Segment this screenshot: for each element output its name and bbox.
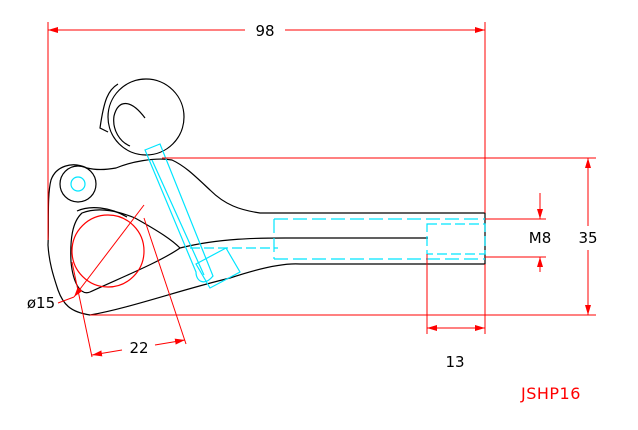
part-outline <box>47 78 486 316</box>
dim-22-ext-left <box>71 261 93 358</box>
dim-15-leader <box>73 204 145 298</box>
threaded-bore <box>273 218 485 260</box>
spring-ring-inner <box>113 102 146 147</box>
shank-inner-line <box>179 237 428 249</box>
dim-13-label: 13 <box>445 353 464 371</box>
dimensions <box>47 22 596 358</box>
hook-notch-line <box>76 207 128 218</box>
dim-98-label: 98 <box>255 22 274 40</box>
pivot-boss <box>59 165 97 203</box>
dim-35-label: 35 <box>578 229 597 247</box>
dim-22-ext-right <box>143 217 187 345</box>
thread-zone <box>426 223 486 255</box>
latch-bar <box>144 143 214 283</box>
hidden-features <box>70 143 486 289</box>
hook-body-outline <box>47 158 486 316</box>
spring-ring-tab <box>99 83 119 133</box>
dim-15-leader-tail <box>57 296 75 304</box>
dim-m8-label: M8 <box>529 229 552 247</box>
dim-22-line-right <box>154 338 186 346</box>
dim-22-label: 22 <box>129 339 148 357</box>
latch-bar-center <box>151 159 205 276</box>
spring-ring-outer <box>107 78 185 156</box>
dimension-labels: 98 35 M8 13 ø15 22 <box>27 22 598 371</box>
dim-22-line-left <box>91 349 123 357</box>
pivot-pin <box>70 176 86 192</box>
latch-spring-box <box>195 247 241 289</box>
hook-inner-edge <box>70 209 181 294</box>
hole-circle <box>71 214 145 288</box>
part-code: JSHP16 <box>520 384 581 403</box>
dim-15-label: ø15 <box>27 294 55 312</box>
